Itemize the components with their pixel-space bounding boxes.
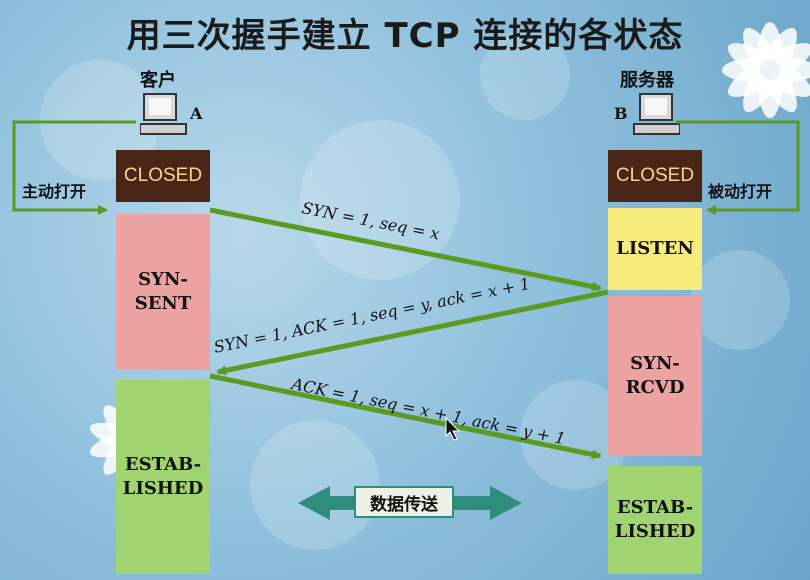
- client-computer-icon: [140, 93, 187, 135]
- flower-decoration: [722, 22, 810, 118]
- syn-segment-arrow: [209, 207, 602, 292]
- active-open-arrow: [12, 120, 136, 215]
- ack-segment-arrow: [209, 373, 602, 460]
- bokeh-light: [480, 30, 570, 120]
- server-state-syn-rcvd: SYN- RCVD: [608, 296, 702, 456]
- bokeh-light: [690, 250, 790, 350]
- client-label: 客户: [140, 70, 176, 91]
- data-transfer-label: 数据传送: [354, 486, 454, 518]
- server-computer-icon: [633, 93, 680, 135]
- server-pc-letter: B: [614, 104, 628, 123]
- passive-open-arrow: [676, 120, 800, 215]
- server-label: 服务器: [620, 70, 674, 91]
- passive-open-label: 被动打开: [708, 182, 773, 201]
- mouse-cursor-icon: [445, 416, 461, 441]
- server-state-listen: LISTEN: [608, 208, 702, 290]
- transfer-arrow-left: [298, 486, 354, 520]
- active-open-label: 主动打开: [22, 182, 87, 201]
- page-title: 用三次握手建立 TCP 连接的各状态: [126, 16, 684, 56]
- client-state-established: ESTAB- LISHED: [116, 380, 210, 574]
- client-state-syn-sent: SYN- SENT: [116, 214, 210, 370]
- syn-ack-segment-arrow: [216, 289, 609, 376]
- server-state-closed: CLOSED: [608, 150, 702, 202]
- client-pc-letter: A: [190, 104, 203, 123]
- bokeh-light: [250, 420, 380, 550]
- server-state-established: ESTAB- LISHED: [608, 466, 702, 574]
- transfer-arrow-right: [454, 486, 522, 520]
- client-state-closed: CLOSED: [116, 150, 210, 202]
